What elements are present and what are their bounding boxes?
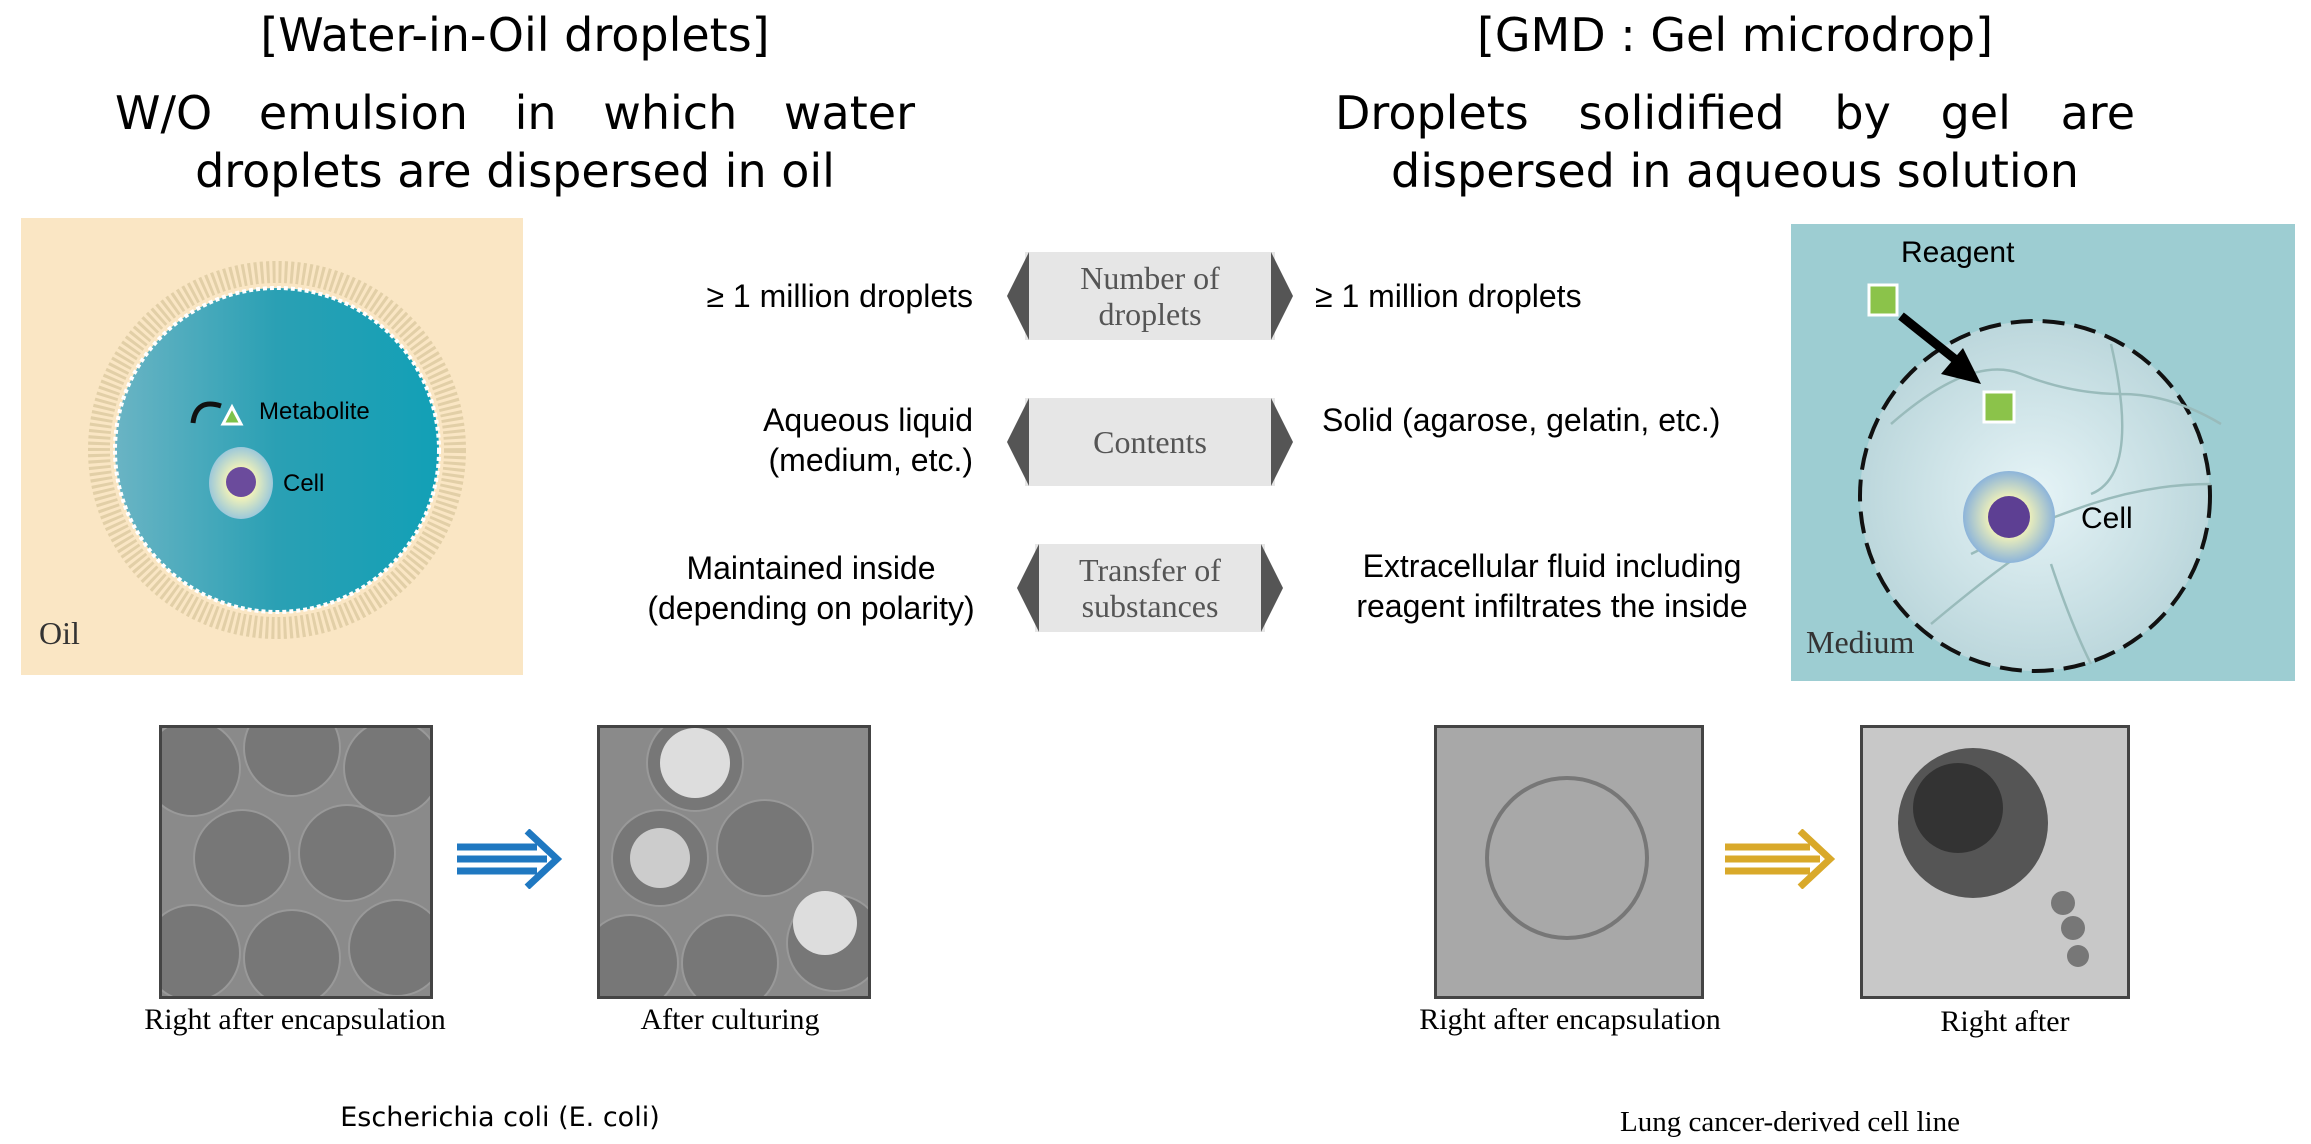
- row-number-label: Number of droplets: [1007, 252, 1293, 340]
- right-subtitle: Droplets solidified by gel are dispersed…: [1335, 86, 2135, 198]
- ecoli-photo-after: [597, 725, 871, 999]
- row-contents-right: Solid (agarose, gelatin, etc.): [1322, 402, 1721, 438]
- row-number-left: ≥ 1 million droplets: [706, 278, 973, 314]
- left-title-heading: [Water-in-Oil droplets]: [260, 8, 770, 62]
- ecoli-label: Escherichia coli (E. coli): [340, 1102, 660, 1133]
- row-transfer-label: Transfer of substances: [1017, 544, 1283, 632]
- right-title: [GMD : Gel microdrop] Droplets solidifie…: [1320, 6, 2150, 200]
- wo-droplet-illustration: [88, 261, 466, 639]
- row-number-right: ≥ 1 million droplets: [1315, 278, 1582, 314]
- gmd-diagram: Reagent Cell Medium: [1791, 224, 2295, 681]
- wo-droplet-diagram: Metabolite Cell Oil: [21, 218, 523, 675]
- arrow-icon: [1941, 348, 1981, 384]
- reagent-label: Reagent: [1901, 236, 2015, 269]
- medium-label: Medium: [1806, 624, 1915, 660]
- metabolite-icon: [220, 403, 244, 426]
- cancer-caption-before: Right after encapsulation: [1419, 1003, 1721, 1036]
- yellow-arrow-icon: [1725, 829, 1836, 889]
- ecoli-photo-before: [159, 725, 433, 999]
- reagent-icon: [1867, 283, 1899, 317]
- row-contents-label: Contents: [1007, 398, 1293, 486]
- row-transfer-left: Maintained inside (depending on polarity…: [647, 550, 975, 626]
- cancer-photo-before: [1434, 725, 1704, 999]
- cancer-photo-after: [1860, 725, 2130, 999]
- cancer-caption-after: Right after: [1940, 1005, 2070, 1038]
- cell-label: Cell: [2081, 502, 2133, 535]
- metabolite-label: Metabolite: [259, 398, 370, 425]
- right-title-heading: [GMD : Gel microdrop]: [1476, 8, 1994, 62]
- cell-label: Cell: [283, 470, 325, 497]
- left-title: [Water-in-Oil droplets] W/O emulsion in …: [100, 6, 930, 200]
- cancer-label: Lung cancer-derived cell line: [1620, 1106, 1960, 1138]
- gmd-illustration: [1858, 283, 2222, 673]
- reagent-inside-icon: [1982, 390, 2016, 424]
- row-transfer-right: Extracellular fluid including reagent in…: [1356, 548, 1748, 624]
- ecoli-caption-after: After culturing: [640, 1003, 820, 1036]
- left-subtitle: W/O emulsion in which water droplets are…: [115, 86, 915, 198]
- oil-label: Oil: [39, 615, 80, 651]
- ecoli-caption-before: Right after encapsulation: [144, 1003, 446, 1036]
- blue-arrow-icon: [457, 829, 563, 889]
- row-contents-left: Aqueous liquid (medium, etc.): [763, 402, 973, 478]
